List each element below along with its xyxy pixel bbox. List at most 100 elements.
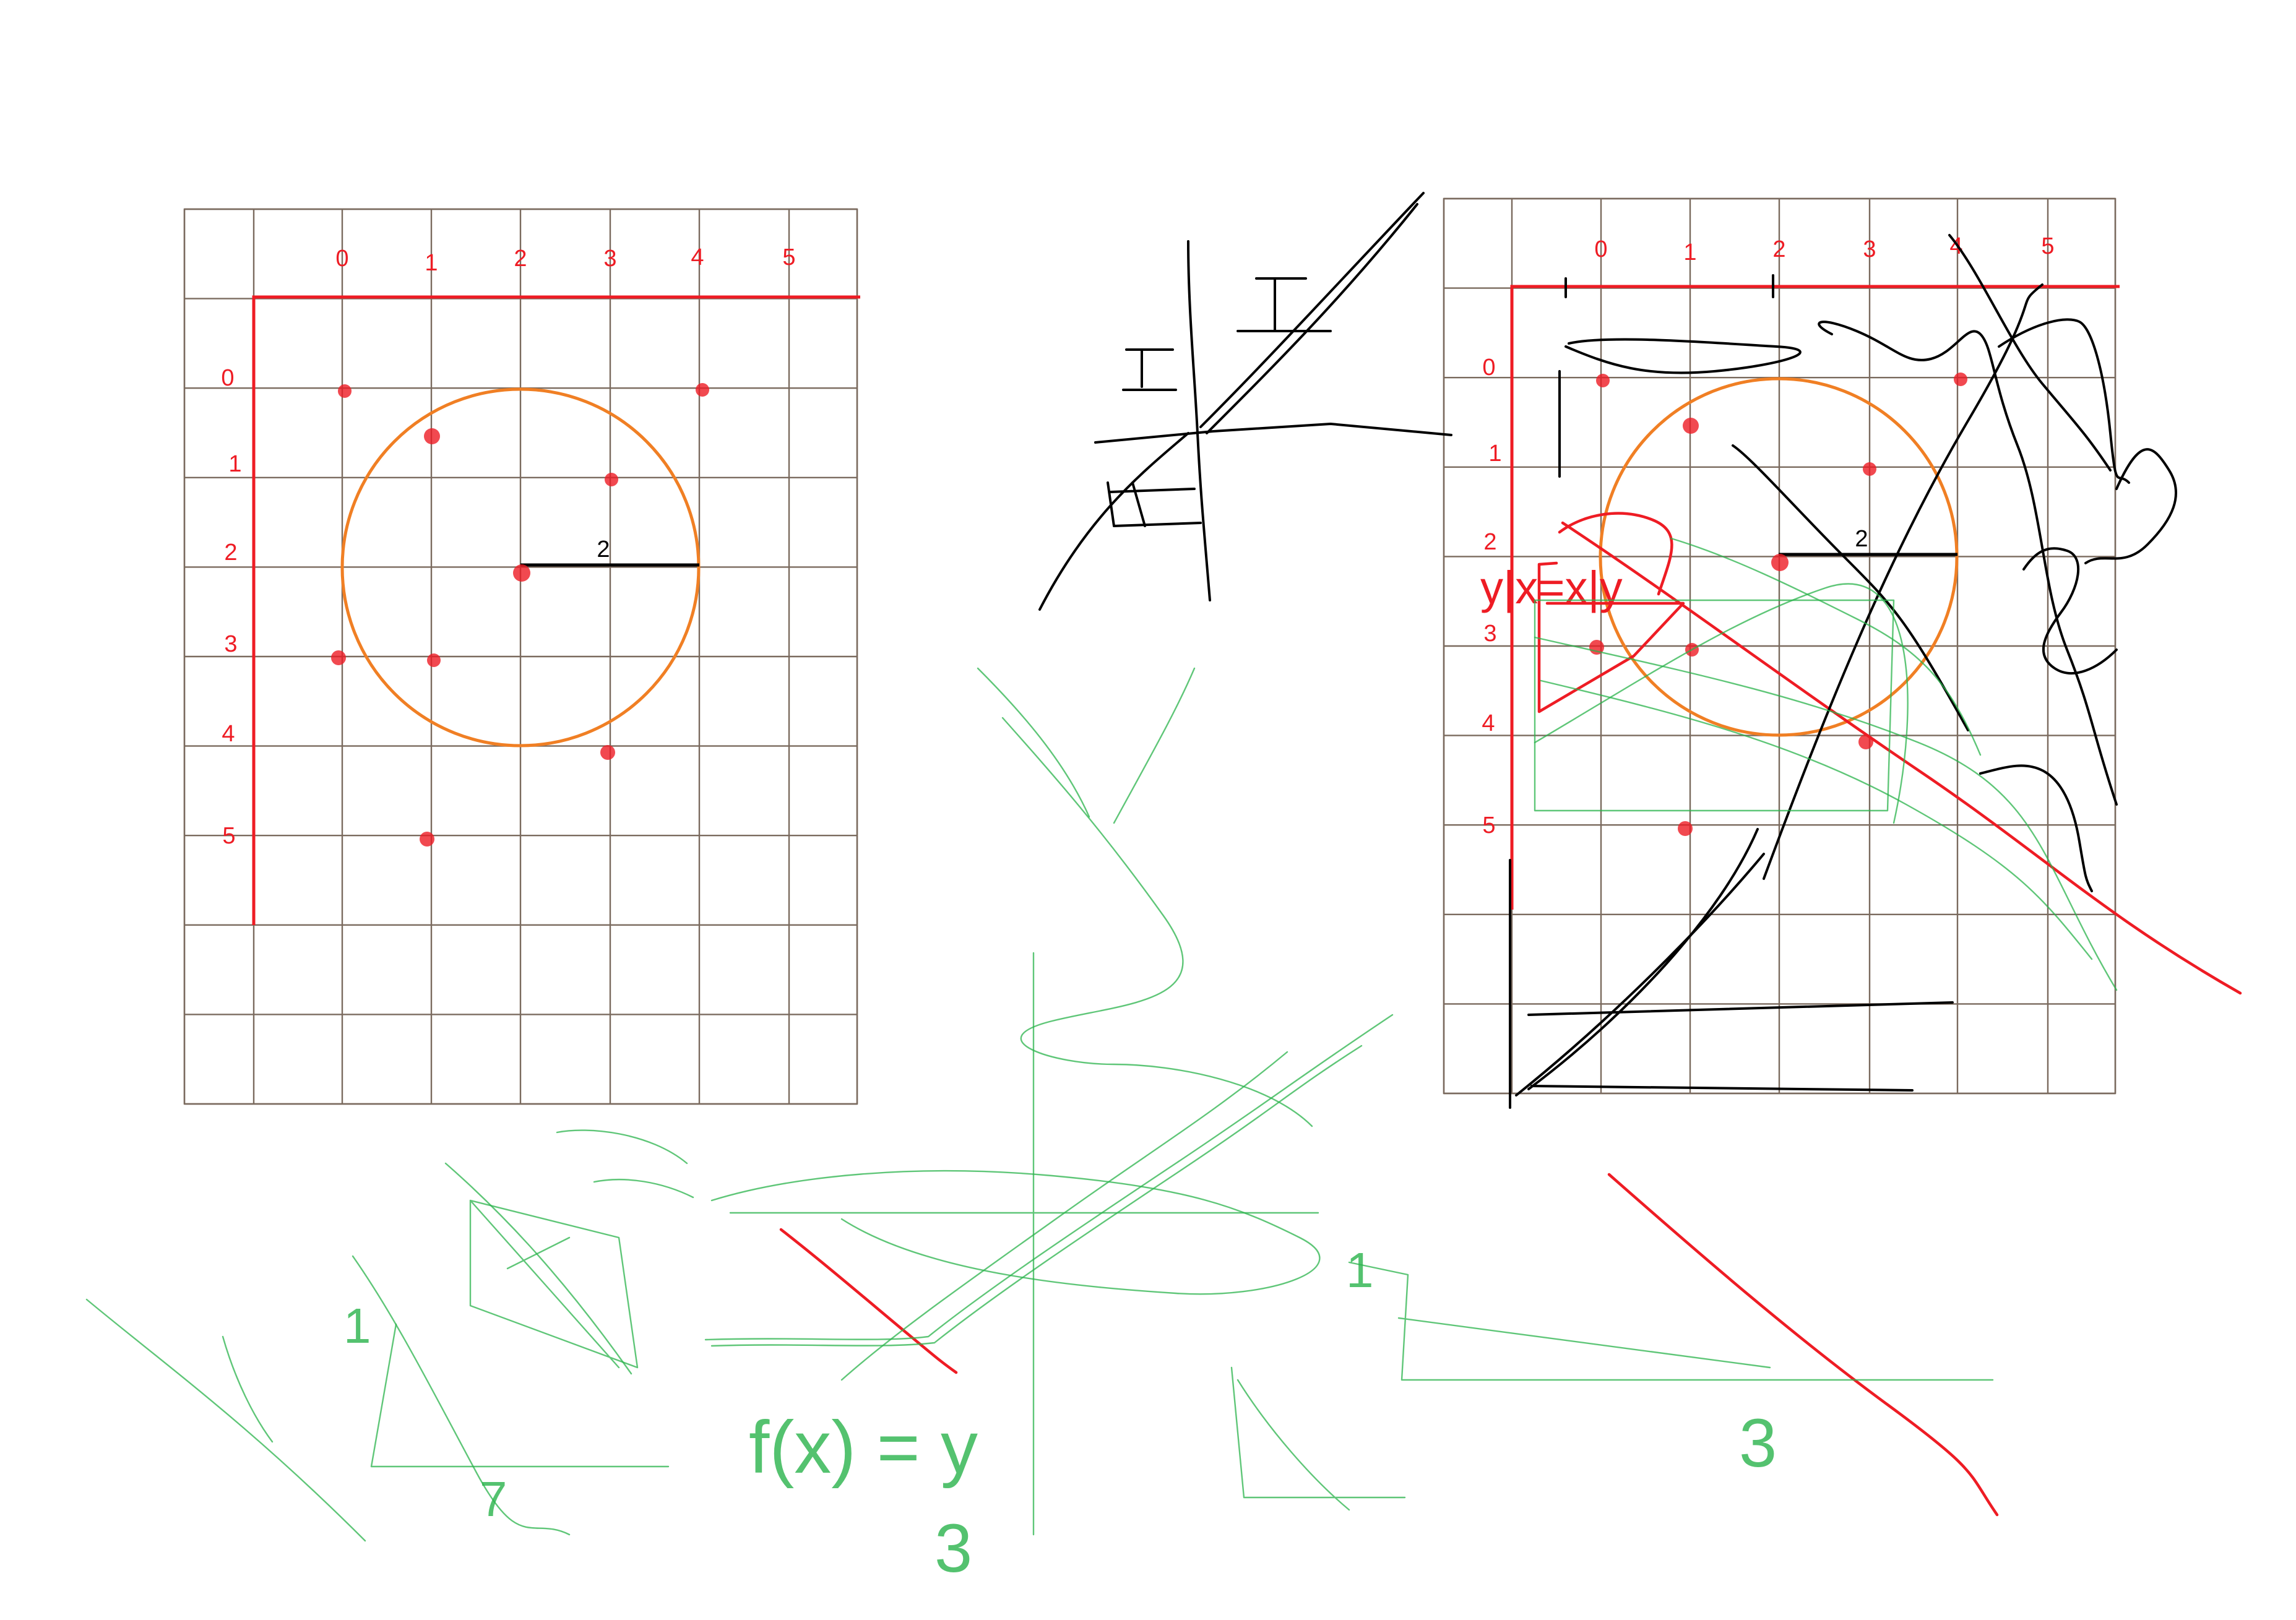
black-stroke-right-grid [1558,274,1774,478]
green-stroke [222,1335,274,1443]
black-stroke-right-grid [1515,853,1765,1097]
plotted-point [696,383,709,397]
x-tick-label: 1 [425,250,438,276]
black-stroke-right-grid [2084,448,2178,564]
plotted-point [605,473,618,486]
x-tick-label: 1 [1683,239,1696,265]
black-stroke-top-middle [1206,203,1418,434]
green-stroke [1540,679,2093,960]
x-tick-label: 0 [335,246,348,272]
x-tick-label: 2 [1772,236,1785,262]
black-stroke-right-grid [2022,547,2118,674]
black-stroke-top-middle [1199,192,1425,428]
right-grid-lines [1443,197,2117,1095]
red-box-scribble [1537,512,1685,713]
x-tick-label: 3 [603,246,616,272]
red-diagonal-bottom-right [1607,1173,1999,1517]
black-stroke-right-grid [1948,234,2112,472]
y-tick-label: 1 [228,451,241,477]
y-tick-label: 1 [1488,441,1501,467]
black-stroke-top-middle [1094,423,1452,444]
left-grid-lines [183,208,858,1105]
green-handwritten-seven: 7 [480,1471,507,1527]
left-plotted-points [331,383,709,847]
black-stroke-right-grid [1732,444,1969,731]
green-stroke [444,1162,632,1375]
right-radius-label: 2 [1855,526,1868,552]
left-y-tick-labels: 0 1 2 3 4 5 [221,365,241,849]
plotted-point [600,745,615,760]
green-stroke [1670,537,1982,756]
plotted-point [1954,373,1967,386]
y-tick-label: 3 [224,631,237,657]
x-tick-label: 5 [782,244,795,270]
green-stroke [1534,583,1909,824]
left-x-tick-labels: 0 1 2 3 4 5 [335,244,795,276]
plotted-point [424,428,440,444]
left-coordinate-grid: 0 1 2 3 4 5 0 1 2 3 4 5 2 [183,208,860,1105]
right-circle [1599,377,1959,737]
green-stroke [710,1170,1321,1295]
y-tick-label: 2 [224,540,237,566]
green-stroke [1534,636,2118,991]
x-tick-label: 2 [514,246,527,272]
green-stroke [1348,1261,1994,1381]
x-tick-label: 3 [1863,236,1876,262]
black-stroke-right-grid [1763,283,2044,880]
x-tick-label: 5 [2041,233,2054,259]
y-tick-label: 0 [221,365,234,391]
right-axes [1510,285,2120,910]
right-x-tick-labels: 0 1 2 3 4 5 [1594,233,2054,265]
y-tick-label: 0 [1482,355,1495,381]
black-stroke-top-middle [1107,481,1202,527]
green-stroke [469,1199,639,1369]
plotted-point [1863,462,1876,476]
green-stroke [556,1129,694,1199]
red-diagonal-bottom-middle [779,1228,958,1374]
green-handwritten-three: 3 [1739,1405,1777,1481]
green-stroke [977,667,1196,824]
green-handwritten-three: 3 [934,1510,972,1587]
plotted-point [420,832,434,847]
green-ink-strokes: f(x) = y 3 3 1 1 7 [85,537,2118,1587]
green-stroke [704,1014,1394,1341]
right-plotted-points [1589,373,1967,836]
plotted-point [513,564,530,582]
y-tick-label: 4 [222,721,235,747]
black-stroke-right-grid [1509,859,1954,1109]
y-tick-label: 3 [1483,621,1496,647]
plotted-point [427,653,441,667]
black-stroke-right-grid [1818,321,2118,806]
y-tick-label: 4 [1482,710,1495,736]
green-stroke [1001,717,1313,1127]
green-handwritten-one: 1 [1346,1243,1374,1298]
green-stroke [1534,599,1895,812]
left-radius-label: 2 [597,536,610,562]
plotted-point [1683,418,1699,434]
right-coordinate-grid: 0 1 2 3 4 5 0 1 2 3 4 5 2 [1443,197,2120,1095]
plotted-point [1771,554,1789,571]
black-stroke-top-middle [1038,432,1189,611]
black-stroke-top-middle [1122,277,1332,391]
black-stroke-right-grid [1527,828,1759,1090]
black-stroke-right-grid [1979,764,2093,892]
red-diagonal-right-grid [1561,521,2242,995]
green-stroke [370,1323,670,1468]
plotted-point [1596,374,1610,387]
y-tick-label: 2 [1483,529,1496,555]
left-axes [252,295,860,925]
black-stroke-right-grid [1998,318,2130,484]
x-tick-label: 0 [1594,236,1607,262]
red-equation-label: y|x=x|y [1480,562,1623,613]
right-y-tick-labels: 0 1 2 3 4 5 [1482,355,1501,838]
black-stroke-right-grid [1564,338,1802,374]
plotted-point [338,384,352,398]
left-circle [340,387,701,748]
green-stroke [710,1045,1363,1347]
green-stroke [1230,1366,1406,1511]
plotted-point [331,650,346,665]
green-stroke [352,1255,571,1536]
green-handwritten-equation: f(x) = y [749,1406,978,1489]
plotted-point [1678,821,1693,836]
